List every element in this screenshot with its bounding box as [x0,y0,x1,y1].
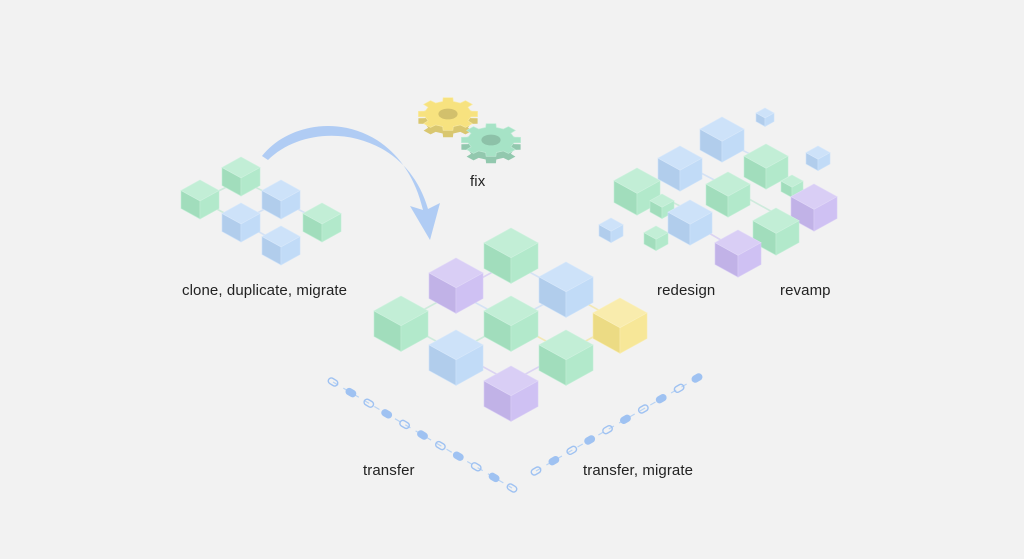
cube-icon [714,229,762,278]
cube-icon [643,225,669,252]
cube-icon [790,183,838,232]
label-transfer: transfer [363,462,415,479]
chain-link-icon [434,440,446,451]
cube-icon [755,107,775,127]
chain-link-icon [327,377,339,387]
chain-link-icon [470,462,482,472]
chain-link-icon [673,383,685,394]
chain-link-icon [691,373,703,383]
cube-icon [180,179,220,220]
cube-icon [261,225,301,266]
label-clone-duplicate-migrate: clone, duplicate, migrate [182,282,348,299]
chain-link-icon [655,393,667,404]
chain-link-icon [566,445,578,456]
cube-icon [428,257,484,314]
gear-icon [461,123,521,164]
chain-link-icon [602,424,613,435]
chain-link-icon [345,387,357,398]
chain-link-icon [548,455,560,466]
cube-icon [657,145,703,192]
cube-icon [592,297,648,354]
curved-arrow-icon [262,126,440,240]
label-transfer-migrate: transfer, migrate [583,462,694,479]
chain-link-icon [381,409,393,419]
cube-icon [483,365,539,422]
cube-icon [538,329,594,386]
cube-icon [780,174,804,199]
chain-link-icon [417,430,428,440]
gear-icon [418,97,478,138]
cube-icon [613,167,661,216]
cube-icon [805,145,831,172]
label-redesign: redesign [657,282,716,299]
cube-icon [743,143,789,190]
chain-link-icon [488,472,500,483]
chain-link-icon [506,483,518,493]
cube-icon [752,207,800,256]
chain-link-icon [399,419,411,430]
cube-icon [699,116,745,163]
chain-link-icon [530,466,542,476]
cube-icon [483,295,539,352]
cube-icon [221,156,261,197]
chain-link-icon [620,414,631,425]
cube-icon [649,193,675,220]
cube-icon [483,227,539,284]
cube-icon [221,202,261,243]
chain-link-icon [452,451,464,461]
cube-icon [667,199,713,246]
chain-link-icon [637,404,649,414]
transfer-chain-right [530,373,703,476]
label-revamp: revamp [780,282,831,299]
cube-icon [261,179,301,220]
transfer-chain-left [327,377,518,493]
cube-icon [705,171,751,218]
label-fix: fix [470,173,486,190]
cube-icon [373,295,429,352]
cube-icon [428,329,484,386]
cube-icon [302,202,342,243]
cube-icon [598,217,624,244]
cube-icon [538,261,594,318]
chain-link-icon [363,398,375,408]
chain-link-icon [584,435,596,445]
